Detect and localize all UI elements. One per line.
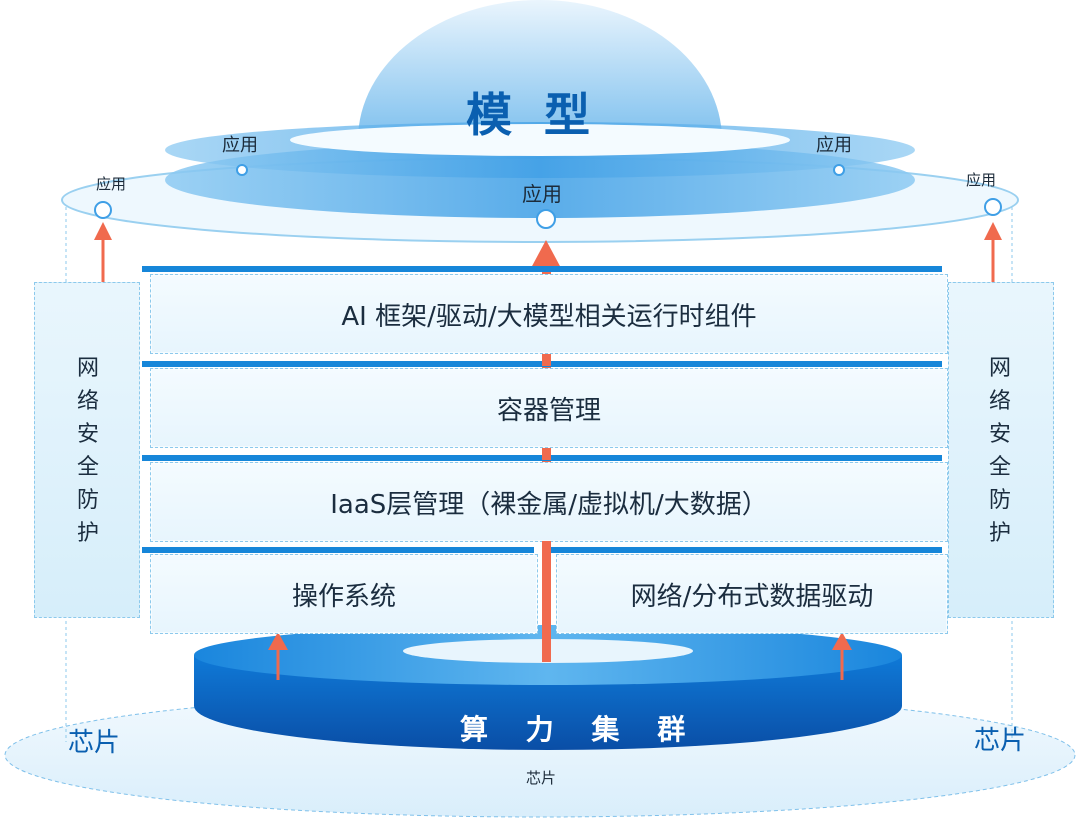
panel-char: 安: [988, 422, 1011, 447]
panel-char: 络: [988, 389, 1011, 414]
panel-char: 防: [76, 488, 99, 513]
layer-container-management-label: 容器管理: [496, 395, 601, 426]
layer-accent-bar: [142, 547, 534, 553]
layer-iaas-management: IaaS层管理（裸金属/虚拟机/大数据）: [150, 462, 948, 542]
panel-char: 防: [988, 488, 1011, 513]
layer-operating-system-label: 操作系统: [291, 581, 396, 612]
layer-container-management: 容器管理: [150, 368, 948, 448]
app-label-outer-left: 应用: [96, 175, 127, 193]
layer-iaas-management-label: IaaS层管理（裸金属/虚拟机/大数据）: [330, 489, 768, 520]
app-label-outer-right: 应用: [966, 171, 997, 189]
stack-arrow-segment: [542, 354, 551, 366]
layer-ai-runtime: AI 框架/驱动/大模型相关运行时组件: [150, 274, 948, 354]
layer-accent-bar: [142, 266, 942, 272]
panel-char: 全: [76, 455, 99, 480]
layer-network-data-driver: 网络/分布式数据驱动: [556, 554, 948, 634]
stack-arrow-segment: [542, 448, 551, 460]
network-security-label-right: 网 络 安 全 防 护: [948, 352, 1052, 550]
chip-label-center: 芯片: [526, 769, 557, 787]
compute-cluster-label: 算 力 集 群: [460, 713, 700, 746]
app-label-top-left: 应用: [222, 135, 258, 156]
layer-operating-system: 操作系统: [150, 554, 538, 634]
app-label-center: 应用: [522, 182, 562, 206]
network-security-panel-right: [948, 282, 1054, 618]
panel-char: 护: [76, 521, 99, 546]
layer-network-data-driver-label: 网络/分布式数据驱动: [630, 581, 874, 612]
panel-char: 络: [76, 389, 99, 414]
chip-label-left: 芯片: [68, 728, 121, 758]
stack-arrow-segment: [542, 541, 551, 662]
network-security-panel-left: [34, 282, 140, 618]
layer-ai-runtime-label: AI 框架/驱动/大模型相关运行时组件: [341, 301, 757, 332]
panel-char: 安: [76, 422, 99, 447]
layer-accent-bar: [550, 547, 942, 553]
app-label-top-right: 应用: [816, 135, 852, 156]
panel-char: 网: [988, 356, 1011, 381]
panel-char: 护: [988, 521, 1011, 546]
chip-label-right: 芯片: [974, 726, 1027, 756]
network-security-label-left: 网 络 安 全 防 护: [36, 352, 140, 550]
panel-char: 全: [988, 455, 1011, 480]
panel-char: 网: [76, 356, 99, 381]
model-title: 模 型: [466, 88, 599, 142]
